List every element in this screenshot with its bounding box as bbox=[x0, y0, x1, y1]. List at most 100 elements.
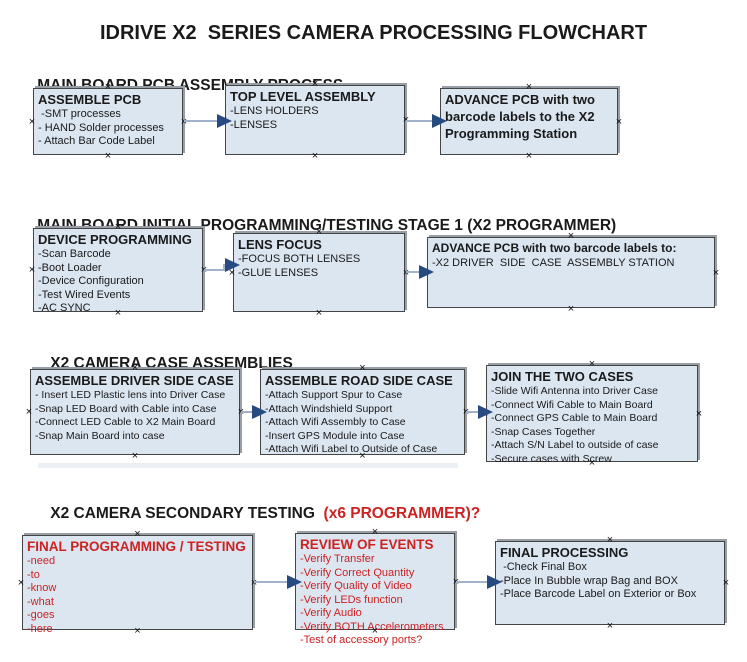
node-item-line: -LENSES bbox=[230, 118, 278, 131]
anchor-x-icon bbox=[435, 118, 443, 126]
anchor-x-icon bbox=[695, 410, 703, 418]
node-item-line: -Verify Transfer bbox=[300, 553, 375, 565]
node-item-line: -Slide Wifi Antenna into Driver Case bbox=[491, 385, 658, 397]
node-item-line: -Place In Bubble wrap Bag and BOX bbox=[500, 574, 678, 587]
node-item-line: - Attach Bar Code Label bbox=[38, 135, 155, 147]
node-item-line: -Place Barcode Label on Exterior or Box bbox=[500, 588, 697, 600]
node-title: ASSEMBLE ROAD SIDE CASE bbox=[265, 373, 453, 388]
anchor-x-icon bbox=[311, 152, 319, 160]
node-review-of-events[interactable]: REVIEW OF EVENTS -Verify Transfer-Verify… bbox=[295, 533, 455, 646]
node-items: -Attach Support Spur to Case-Attach Wind… bbox=[265, 389, 460, 457]
anchor-x-icon bbox=[722, 579, 730, 587]
anchor-x-icon bbox=[220, 116, 228, 124]
node-item-line: -Boot Loader bbox=[38, 261, 102, 274]
node-items: -Verify Transfer-Verify Correct Quantity… bbox=[300, 553, 450, 648]
node-final-processing[interactable]: FINAL PROCESSING -Check Final Box-Place … bbox=[495, 541, 725, 625]
node-item-line: -Snap Cases Together bbox=[491, 425, 596, 438]
node-items: - Insert LED Plastic lens into Driver Ca… bbox=[35, 389, 235, 443]
anchor-x-icon bbox=[131, 452, 139, 460]
anchor-x-icon bbox=[422, 269, 430, 277]
node-assemble-pcb[interactable]: ASSEMBLE PCB -SMT processes- HAND Solder… bbox=[33, 88, 183, 155]
node-items: -Check Final Box-Place In Bubble wrap Ba… bbox=[500, 561, 720, 602]
node-item-line: - Insert LED Plastic lens into Driver Ca… bbox=[35, 389, 226, 401]
node-item-line: -know bbox=[27, 582, 57, 594]
node-final-programming-testing[interactable]: FINAL PROGRAMMING / TESTING -need-to-kno… bbox=[22, 535, 253, 635]
node-item-line: -what bbox=[27, 595, 54, 608]
node-title: ADVANCE PCB with two barcode labels to t… bbox=[445, 92, 599, 141]
node-item-line: -Attach Windshield Support bbox=[265, 402, 393, 415]
anchor-x-icon bbox=[28, 266, 36, 274]
node-item-line: -goes bbox=[27, 609, 55, 621]
node-item-line: -Connect GPS Cable to Main Board bbox=[491, 412, 658, 424]
anchor-x-icon bbox=[255, 408, 263, 416]
anchor-x-icon bbox=[490, 579, 498, 587]
node-item-line: -Verify Correct Quantity bbox=[300, 566, 415, 579]
node-item-line: -Check Final Box bbox=[500, 561, 587, 573]
node-items: -LENS HOLDERS-LENSES bbox=[230, 105, 400, 132]
node-items: -FOCUS BOTH LENSES-GLUE LENSES bbox=[238, 253, 400, 280]
node-item-line: -need bbox=[27, 555, 56, 567]
anchor-x-icon bbox=[290, 578, 298, 586]
node-item-line: -Attach Support Spur to Case bbox=[265, 389, 403, 401]
heading-text: X2 CAMERA CASE ASSEMBLIES bbox=[50, 355, 293, 372]
anchor-x-icon bbox=[606, 536, 614, 544]
node-items: -X2 DRIVER SIDE CASE ASSEMBLY STATION bbox=[432, 257, 710, 271]
anchor-x-icon bbox=[228, 269, 236, 277]
heading-text: X2 CAMERA SECONDARY TESTING bbox=[50, 505, 324, 522]
node-items: -Slide Wifi Antenna into Driver Case-Con… bbox=[491, 385, 693, 466]
node-title: FINAL PROGRAMMING / TESTING bbox=[27, 539, 246, 554]
anchor-x-icon bbox=[567, 305, 575, 313]
node-item-line: - HAND Solder processes bbox=[38, 121, 164, 134]
node-title: FINAL PROCESSING bbox=[500, 545, 629, 560]
node-item-line: -Verify LEDs function bbox=[300, 593, 403, 606]
node-item-line: -Test of accessory ports? bbox=[300, 634, 423, 646]
anchor-x-icon bbox=[359, 364, 367, 372]
node-item-line: -SMT processes bbox=[38, 108, 121, 120]
node-item-line: -AC SYNC bbox=[38, 302, 91, 314]
node-item-line: -Attach Wifi Label to Outside of Case bbox=[265, 443, 438, 455]
node-top-level-assembly[interactable]: TOP LEVEL ASSEMBLY -LENS HOLDERS-LENSES bbox=[225, 85, 405, 155]
node-items: -need-to-know-what-goes-here bbox=[27, 555, 248, 636]
anchor-x-icon bbox=[25, 408, 33, 416]
node-item-line: -Attach S/N Label to outside of case bbox=[491, 439, 659, 451]
node-item-line: -here bbox=[27, 622, 53, 635]
node-advance-pcb-programming-station[interactable]: ADVANCE PCB with two barcode labels to t… bbox=[440, 88, 618, 155]
anchor-x-icon bbox=[481, 410, 489, 418]
node-advance-pcb-driver-side-station[interactable]: ADVANCE PCB with two barcode labels to: … bbox=[427, 237, 715, 308]
node-item-line: -Verify Audio bbox=[300, 607, 362, 619]
node-lens-focus[interactable]: LENS FOCUS -FOCUS BOTH LENSES-GLUE LENSE… bbox=[233, 233, 405, 312]
node-item-line: -Test Wired Events bbox=[38, 288, 131, 301]
section-heading-secondary-testing: X2 CAMERA SECONDARY TESTING (x6 PROGRAMM… bbox=[33, 487, 480, 541]
node-item-line: -GLUE LENSES bbox=[238, 266, 319, 279]
node-item-line: -Snap Main Board into case bbox=[35, 429, 165, 442]
anchor-x-icon bbox=[17, 579, 25, 587]
node-title: ASSEMBLE DRIVER SIDE CASE bbox=[35, 373, 234, 388]
node-item-line: -LENS HOLDERS bbox=[230, 105, 319, 117]
node-item-line: -Insert GPS Module into Case bbox=[265, 429, 405, 442]
anchor-x-icon bbox=[315, 309, 323, 317]
anchor-x-icon bbox=[712, 269, 720, 277]
node-item-line: -Verify BOTH Accelerometers bbox=[300, 620, 444, 633]
node-items: -Scan Barcode-Boot Loader-Device Configu… bbox=[38, 248, 198, 316]
page-title: IDRIVE X2 SERIES CAMERA PROCESSING FLOWC… bbox=[99, 22, 648, 44]
node-item-line: -Device Configuration bbox=[38, 275, 144, 287]
node-item-line: -Connect Wifi Cable to Main Board bbox=[491, 398, 653, 411]
node-items: -SMT processes- HAND Solder processes- A… bbox=[38, 108, 178, 149]
shadow-artifact bbox=[38, 463, 458, 468]
node-title: ASSEMBLE PCB bbox=[38, 92, 142, 107]
node-title: ADVANCE PCB with two barcode labels to: bbox=[432, 241, 677, 255]
node-item-line: -to bbox=[27, 568, 40, 581]
node-device-programming[interactable]: DEVICE PROGRAMMING -Scan Barcode-Boot Lo… bbox=[33, 228, 203, 314]
node-title: REVIEW OF EVENTS bbox=[300, 537, 434, 552]
anchor-x-icon bbox=[606, 622, 614, 630]
node-item-line: -Scan Barcode bbox=[38, 248, 111, 260]
node-assemble-road-side-case[interactable]: ASSEMBLE ROAD SIDE CASE -Attach Support … bbox=[260, 369, 465, 455]
connector-arrow[interactable] bbox=[204, 258, 240, 272]
anchor-x-icon bbox=[525, 152, 533, 160]
node-assemble-driver-side-case[interactable]: ASSEMBLE DRIVER SIDE CASE - Insert LED P… bbox=[30, 369, 240, 455]
node-item-line: -Connect LED Cable to X2 Main Board bbox=[35, 416, 216, 428]
node-join-the-two-cases[interactable]: JOIN THE TWO CASES -Slide Wifi Antenna i… bbox=[486, 365, 698, 465]
node-item-line: -Attach Wifi Assembly to Case bbox=[265, 416, 406, 428]
anchor-x-icon bbox=[588, 360, 596, 368]
